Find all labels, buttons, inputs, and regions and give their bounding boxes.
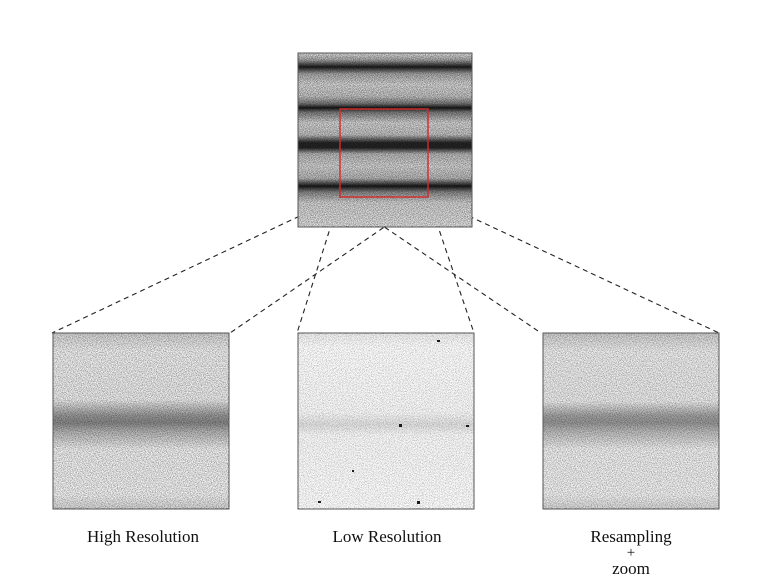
caption-low-resolution: Low Resolution (332, 527, 442, 546)
caption-resampling: Resampling (590, 527, 672, 546)
low-resolution-dark-specks (318, 340, 469, 504)
source-image (297, 52, 473, 228)
caption-plus: + (626, 545, 636, 561)
low-resolution-panel (297, 332, 475, 510)
projection-line-low-right (427, 196, 475, 334)
caption-high-resolution: High Resolution (87, 527, 199, 546)
projection-line-low-left (296, 196, 341, 334)
resampling-zoom-panel (542, 332, 720, 510)
selection-rectangle (339, 108, 429, 198)
high-resolution-panel (52, 332, 230, 510)
caption-zoom: zoom (612, 559, 650, 578)
projection-line-high-left (51, 196, 341, 334)
